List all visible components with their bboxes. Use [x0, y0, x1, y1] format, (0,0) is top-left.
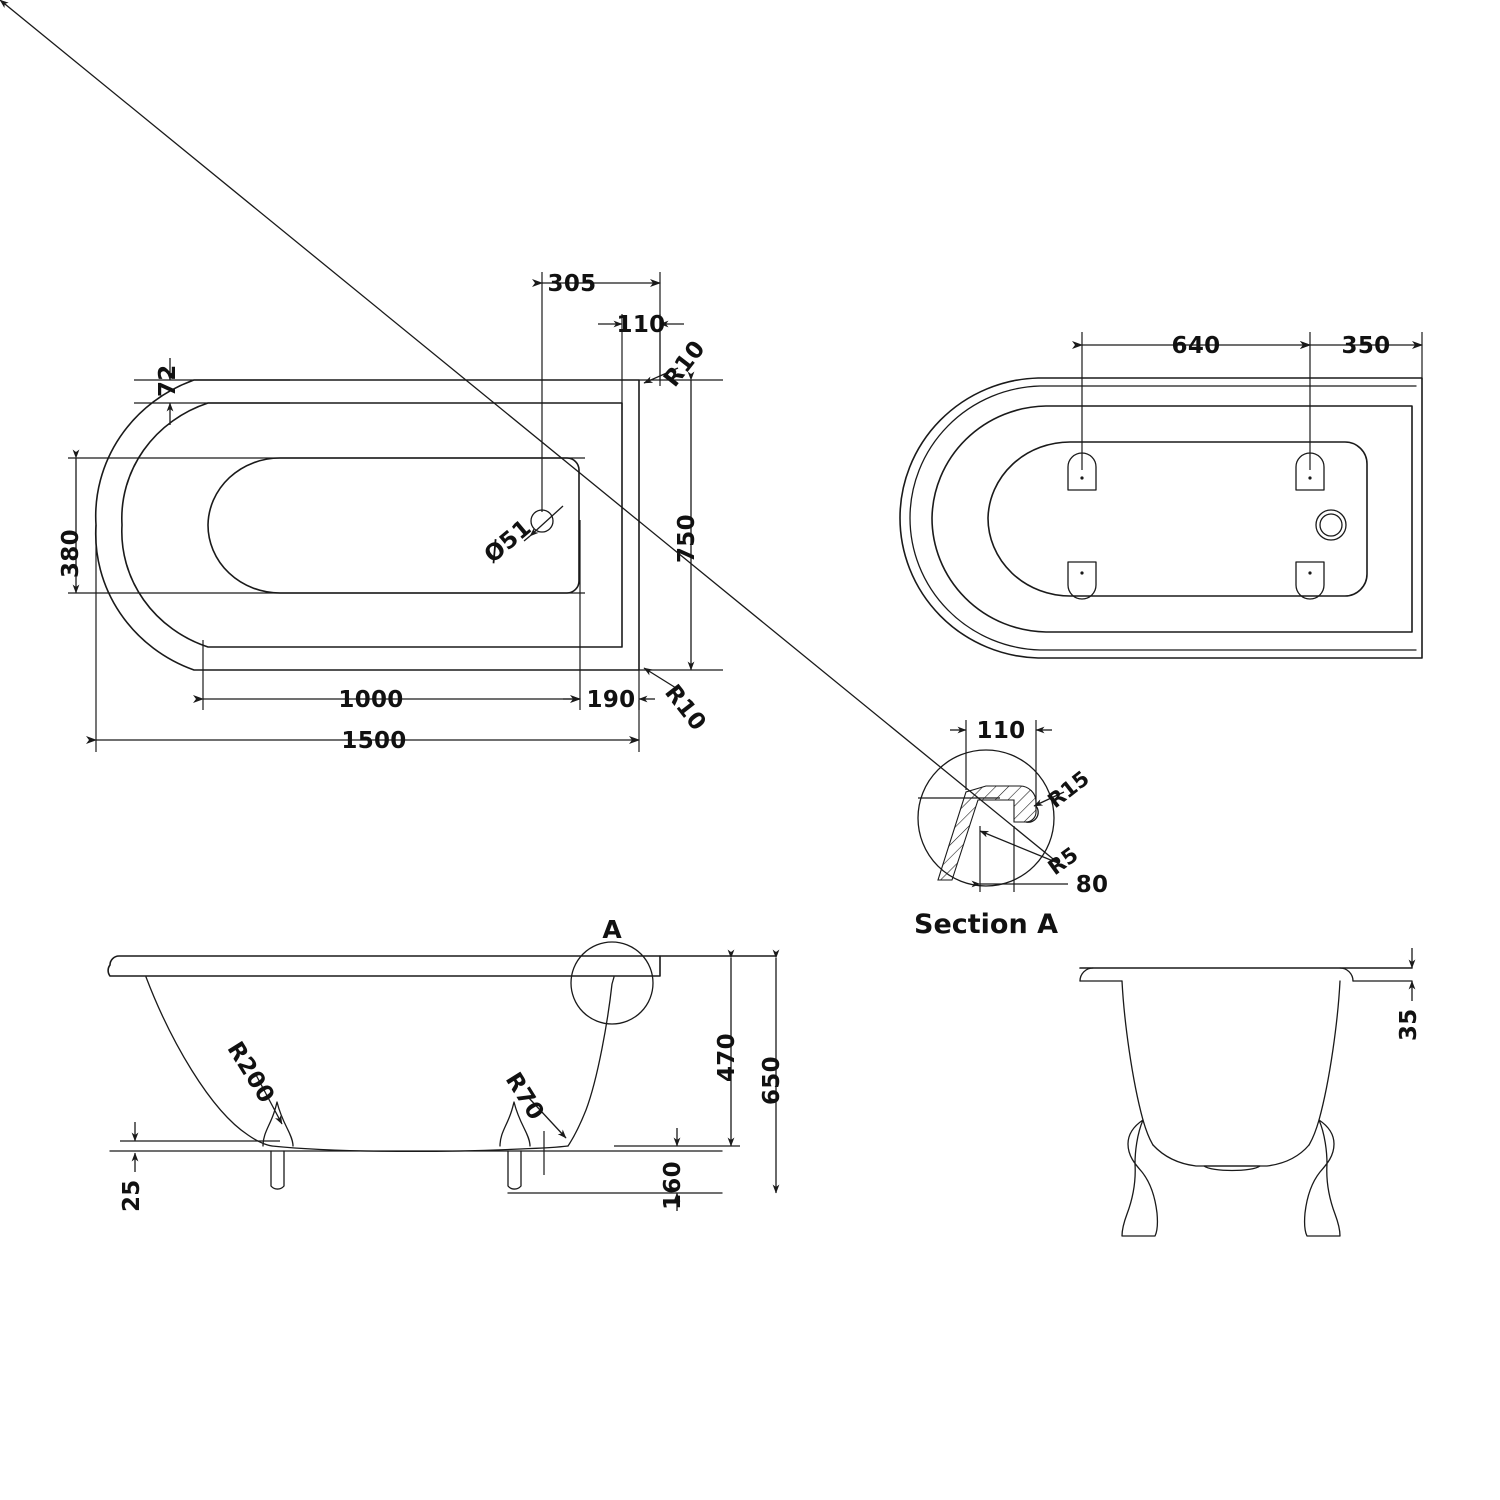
section-a-r15-arc [1025, 805, 1039, 823]
elev-claw-foot-2 [499, 1101, 531, 1147]
end-right-claw-leg [1303, 1119, 1341, 1237]
dim-110-section [950, 720, 1052, 808]
elev-claw-foot-1-leg [270, 1150, 285, 1190]
view-plan-right: 640 350 [899, 332, 1423, 659]
dim-72-label: 72 [155, 364, 181, 397]
view-elevation-side: A R200 R70 470 650 [107, 915, 785, 1212]
plan2-bowl-opening [987, 441, 1368, 597]
dim-r200-label: R200 [222, 1037, 280, 1108]
dim-r10-top-label: R10 [659, 336, 711, 392]
plan2-outer-rim [899, 377, 1423, 659]
end-right-body-wall [1308, 980, 1341, 1146]
dim-80-section [971, 826, 1068, 892]
dim-305-label: 305 [548, 271, 597, 297]
plan-rim-inner-edge [121, 402, 623, 648]
plan-waste-hole [530, 509, 554, 533]
dim-640-label: 640 [1172, 333, 1221, 359]
end-left-body-wall [1121, 980, 1154, 1146]
section-a-detail-circle [917, 749, 1055, 887]
dim-110-section-label: 110 [977, 718, 1026, 744]
end-left-rim-lip [1079, 967, 1094, 982]
dim-r70-leader [527, 1096, 567, 1175]
dim-1000-label: 1000 [338, 687, 403, 713]
dim-25 [120, 1122, 280, 1172]
plan-outer-rim [94, 379, 640, 671]
foot-pad-bottom-left-center [1080, 571, 1084, 575]
section-a-profile-fill [938, 786, 1036, 880]
foot-pad-top-right [1295, 452, 1325, 491]
plan2-waste-outer-ring [1315, 509, 1347, 541]
dim-110-plan [598, 314, 684, 410]
dim-dia51-label: Ø51 [480, 515, 537, 569]
elev-rim-slab [107, 955, 661, 977]
plan2-rim-line-3 [931, 405, 1413, 633]
view-elevation-end: 35 [1079, 948, 1422, 1237]
foot-pad-bottom-right [1295, 561, 1325, 600]
dim-470-label: 470 [714, 1033, 740, 1082]
dim-r10-top-leader [643, 367, 679, 384]
dim-640 [1072, 332, 1311, 470]
dim-r10-bottom-leader [643, 667, 677, 689]
dim-r15-label: R15 [1043, 766, 1094, 813]
dim-650-label: 650 [759, 1056, 785, 1105]
view-section-a: 110 R15 R5 80 Section A [0, 0, 1108, 940]
end-left-claw-leg [1121, 1119, 1159, 1237]
dim-1000 [193, 520, 581, 710]
section-a-caption: Section A [914, 909, 1058, 940]
dim-160-label: 160 [660, 1161, 686, 1210]
dim-25-label: 25 [119, 1179, 145, 1212]
elev-claw-foot-2-leg [507, 1150, 522, 1190]
dim-380-label: 380 [58, 529, 84, 578]
end-bath-bottom [1152, 1144, 1310, 1167]
dim-r5-leader [0, 0, 1059, 864]
end-right-rim-lip [1339, 967, 1354, 982]
dim-r70-label: R70 [500, 1068, 549, 1125]
dim-80-section-label: 80 [1076, 872, 1109, 898]
elev-callout-a-label: A [602, 915, 622, 944]
view-plan-left: Ø51 72 380 305 [58, 271, 723, 754]
plan2-rim-line-2 [909, 385, 1417, 651]
dim-r10-bottom-label: R10 [659, 680, 711, 736]
foot-pad-top-right-center [1308, 476, 1312, 480]
dim-1500-label: 1500 [341, 728, 406, 754]
dim-1500 [86, 525, 640, 752]
dim-72 [134, 358, 290, 425]
foot-pad-top-left-center [1080, 476, 1084, 480]
dim-dia51-leader [523, 505, 564, 542]
dim-350-label: 350 [1342, 333, 1391, 359]
dim-35-label: 35 [1396, 1008, 1422, 1041]
dim-190-label: 190 [587, 687, 636, 713]
foot-pad-top-left [1067, 452, 1097, 491]
dim-305 [532, 272, 661, 512]
dim-r200-leader [254, 1072, 283, 1125]
foot-pad-bottom-right-center [1308, 571, 1312, 575]
end-base-drain [1203, 1165, 1261, 1172]
elev-claw-foot-1 [262, 1101, 294, 1147]
plan-bowl-opening [207, 457, 580, 594]
dim-380 [68, 449, 585, 594]
plan2-waste-inner-ring [1319, 513, 1343, 537]
dim-750-label: 750 [674, 514, 700, 563]
dim-r15-leader [1033, 791, 1065, 807]
dim-110-plan-label: 110 [617, 312, 666, 338]
dim-350 [1300, 332, 1423, 380]
foot-pad-bottom-left [1067, 561, 1097, 600]
elev-callout-a-circle [570, 941, 654, 1025]
section-a-profile-outline [937, 785, 1037, 881]
elev-right-wall [567, 976, 615, 1147]
